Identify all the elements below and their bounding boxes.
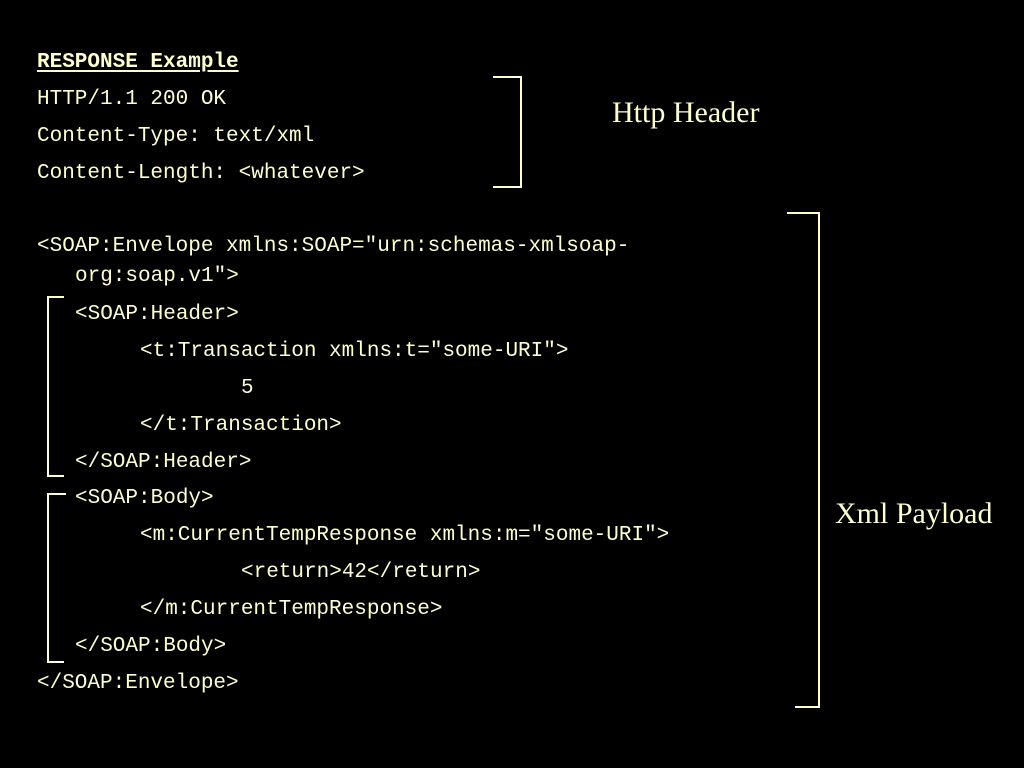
return-line: <return>42</return> xyxy=(241,561,481,584)
envelope-close-line: </SOAP:Envelope> xyxy=(37,672,239,695)
envelope-open-continuation: org:soap.v1"> xyxy=(75,265,239,288)
xml-payload-bracket xyxy=(787,212,820,708)
soap-body-open-line: <SOAP:Body> xyxy=(75,487,214,510)
soap-header-close-line: </SOAP:Header> xyxy=(75,451,252,474)
xml-payload-label: Xml Payload xyxy=(835,497,993,530)
response-close-line: </m:CurrentTempResponse> xyxy=(140,598,443,621)
transaction-close-line: </t:Transaction> xyxy=(140,414,342,437)
http-header-label: Http Header xyxy=(612,96,760,129)
response-open-line: <m:CurrentTempResponse xmlns:m="some-URI… xyxy=(140,524,670,547)
http-header-bracket xyxy=(493,76,522,188)
transaction-open-line: <t:Transaction xmlns:t="some-URI"> xyxy=(140,340,569,363)
http-status-line: HTTP/1.1 200 OK xyxy=(37,88,227,111)
soap-header-bracket xyxy=(47,296,64,477)
transaction-value-line: 5 xyxy=(241,377,254,400)
content-type-line: Content-Type: text/xml xyxy=(37,125,315,148)
soap-body-close-line: </SOAP:Body> xyxy=(75,635,227,658)
soap-header-open-line: <SOAP:Header> xyxy=(75,303,239,326)
soap-body-bracket xyxy=(47,493,66,663)
slide-title: RESPONSE Example xyxy=(37,51,239,74)
content-length-line: Content-Length: <whatever> xyxy=(37,162,365,185)
envelope-open-line: <SOAP:Envelope xmlns:SOAP="urn:schemas-x… xyxy=(37,235,630,258)
